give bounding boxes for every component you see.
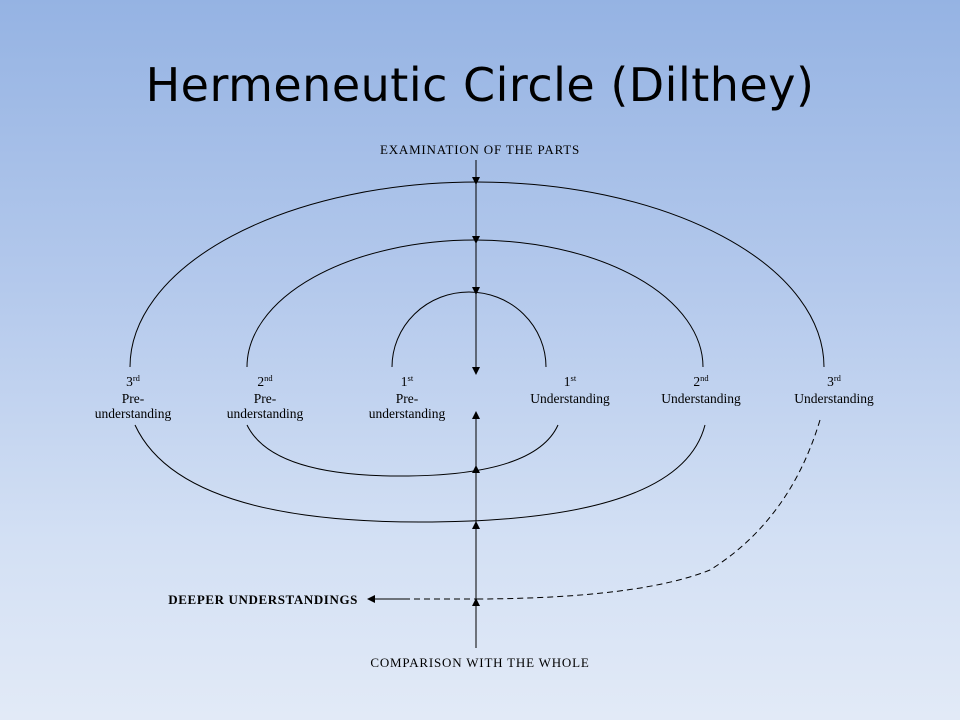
svg-text:Pre-: Pre- <box>396 391 419 406</box>
stage-1st-understanding: 1st Understanding <box>530 373 610 406</box>
svg-text:3rd: 3rd <box>126 373 141 389</box>
svg-text:Pre-: Pre- <box>122 391 145 406</box>
svg-text:2nd: 2nd <box>257 373 273 389</box>
label-deeper-understandings: DEEPER UNDERSTANDINGS <box>168 592 358 607</box>
svg-text:3rd: 3rd <box>827 373 842 389</box>
stage-2nd-pre-understanding: 2nd Pre- understanding <box>227 373 304 421</box>
svg-text:2nd: 2nd <box>693 373 709 389</box>
svg-text:understanding: understanding <box>369 406 446 421</box>
label-examination-of-parts: EXAMINATION OF THE PARTS <box>380 142 580 157</box>
svg-text:Pre-: Pre- <box>254 391 277 406</box>
dashed-spiral <box>479 419 821 600</box>
lower-arc-first <box>246 424 559 477</box>
svg-text:Understanding: Understanding <box>661 391 741 406</box>
upper-arc-third <box>129 181 825 368</box>
stage-2nd-understanding: 2nd Understanding <box>661 373 741 406</box>
slide-title: Hermeneutic Circle (Dilthey) <box>145 58 815 112</box>
stage-3rd-pre-understanding: 3rd Pre- understanding <box>95 373 172 421</box>
svg-text:Understanding: Understanding <box>530 391 610 406</box>
stage-1st-pre-understanding: 1st Pre- understanding <box>369 373 446 421</box>
upper-arc-first <box>391 291 547 368</box>
upper-arc-second <box>246 239 704 368</box>
svg-text:1st: 1st <box>564 373 577 389</box>
svg-text:Understanding: Understanding <box>794 391 874 406</box>
lower-arc-second <box>134 424 706 523</box>
svg-text:understanding: understanding <box>95 406 172 421</box>
svg-text:understanding: understanding <box>227 406 304 421</box>
svg-text:1st: 1st <box>401 373 414 389</box>
label-comparison-with-whole: COMPARISON WITH THE WHOLE <box>370 655 589 670</box>
stage-3rd-understanding: 3rd Understanding <box>794 373 874 406</box>
